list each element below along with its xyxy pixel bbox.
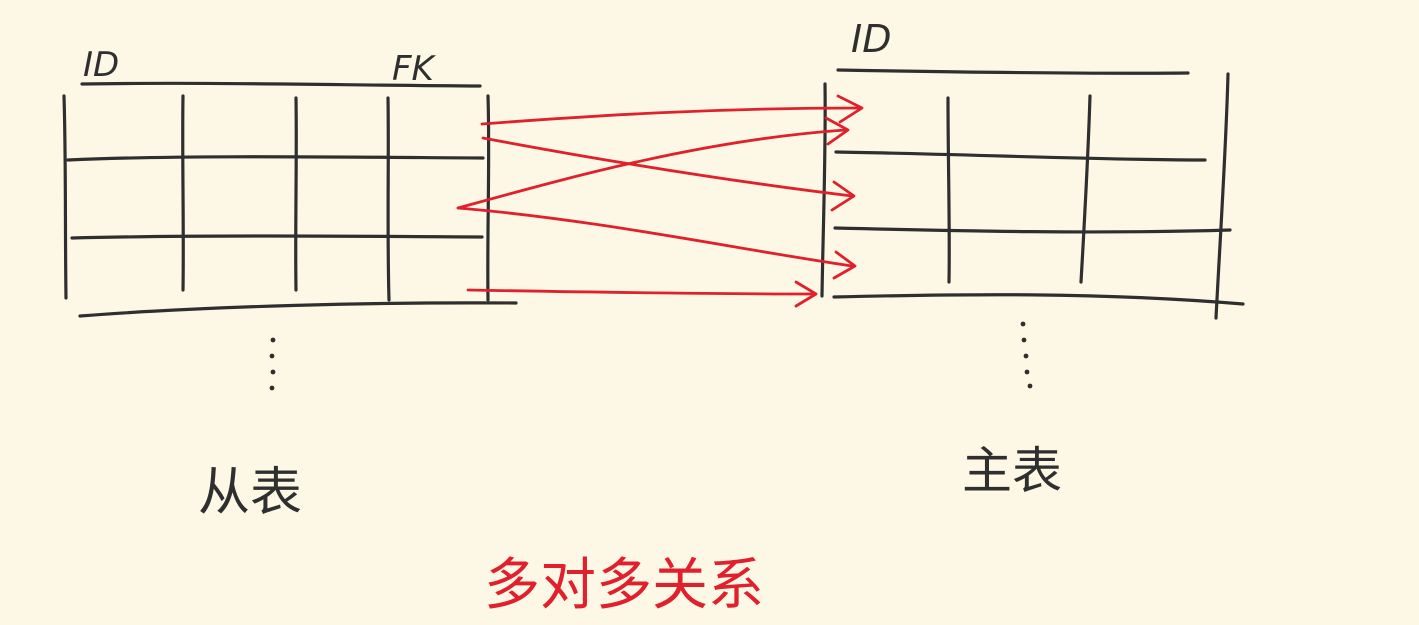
child-table-fk-column-label: FK [392,49,437,89]
relation-arrow [480,94,864,126]
parent-table-column-divider [946,96,951,284]
relation-arrow [456,206,857,280]
relation-arrow [481,136,856,212]
child-table-left-border [62,94,68,300]
child-table-column-divider [386,96,391,302]
parent-table-right-border [1214,72,1230,320]
parent-table: ID 主表 [820,17,1245,500]
parent-table-bottom-border [832,293,1245,306]
child-table-more-rows-ellipsis [269,337,276,391]
relation-arrow [466,280,818,308]
parent-table-column-divider [1079,94,1092,284]
relation-arrow [456,116,850,210]
child-table-column-divider [181,94,185,292]
child-table-row-divider [66,155,485,162]
parent-table-label: 主表 [962,442,1062,500]
child-table-row-divider [70,234,484,240]
child-table-label: 从表 [198,463,302,523]
child-table-column-divider [294,96,298,292]
child-table-right-border [486,94,491,302]
child-table-id-column-label: ID [83,45,119,85]
parent-table-more-rows-ellipsis [1020,321,1033,389]
child-table: ID FK 从表 [62,45,518,523]
parent-table-row-divider [833,226,1232,234]
parent-table-id-column-label: ID [851,17,891,61]
parent-table-left-border [820,82,827,298]
parent-table-top-border [836,68,1190,75]
diagram-caption: 多对多关系 [484,553,764,618]
parent-table-row-divider [834,150,1207,162]
child-table-bottom-border [78,301,518,318]
child-table-top-border [80,81,482,88]
relation-arrows [456,94,864,308]
